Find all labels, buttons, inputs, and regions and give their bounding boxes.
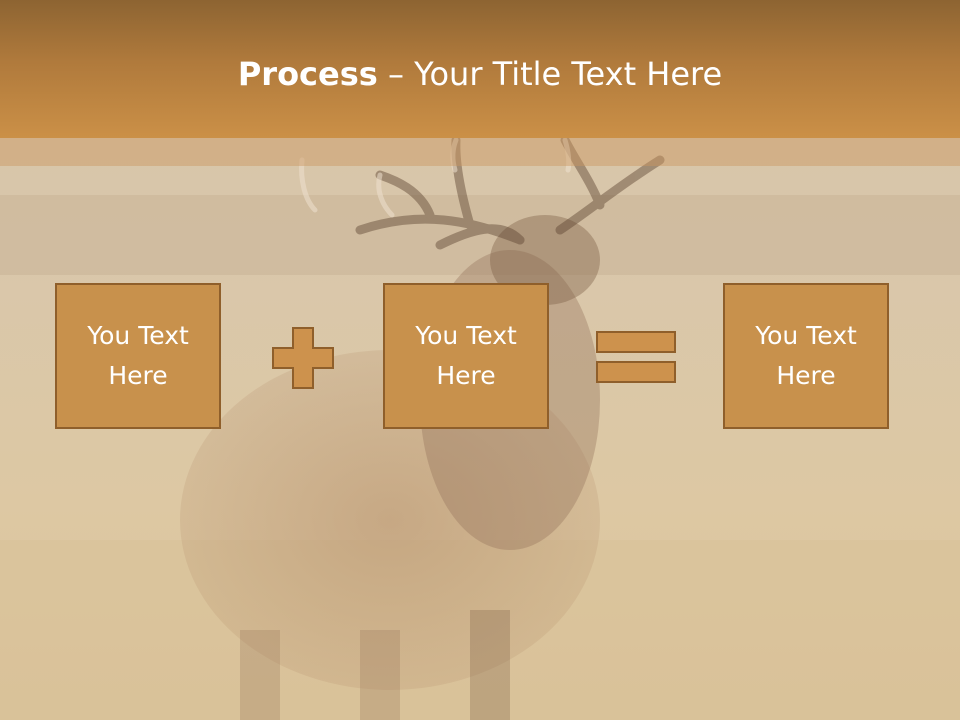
equals-icon (596, 331, 676, 383)
plus-icon (272, 327, 334, 389)
text-box-1-line2: Here (108, 361, 168, 390)
title-bold: Process (237, 55, 378, 93)
slide-title: Process – Your Title Text Here (0, 52, 960, 96)
text-box-1-line1: You Text (87, 321, 189, 350)
text-box-2-line2: Here (436, 361, 496, 390)
title-bar-band (0, 138, 960, 166)
text-box-1[interactable]: You Text Here (55, 283, 221, 429)
text-box-2[interactable]: You Text Here (383, 283, 549, 429)
text-box-3[interactable]: You Text Here (723, 283, 889, 429)
title-rest: – Your Title Text Here (377, 55, 723, 93)
text-box-3-line2: Here (776, 361, 836, 390)
text-box-2-line1: You Text (415, 321, 517, 350)
text-box-3-line1: You Text (755, 321, 857, 350)
title-bar (0, 0, 960, 138)
